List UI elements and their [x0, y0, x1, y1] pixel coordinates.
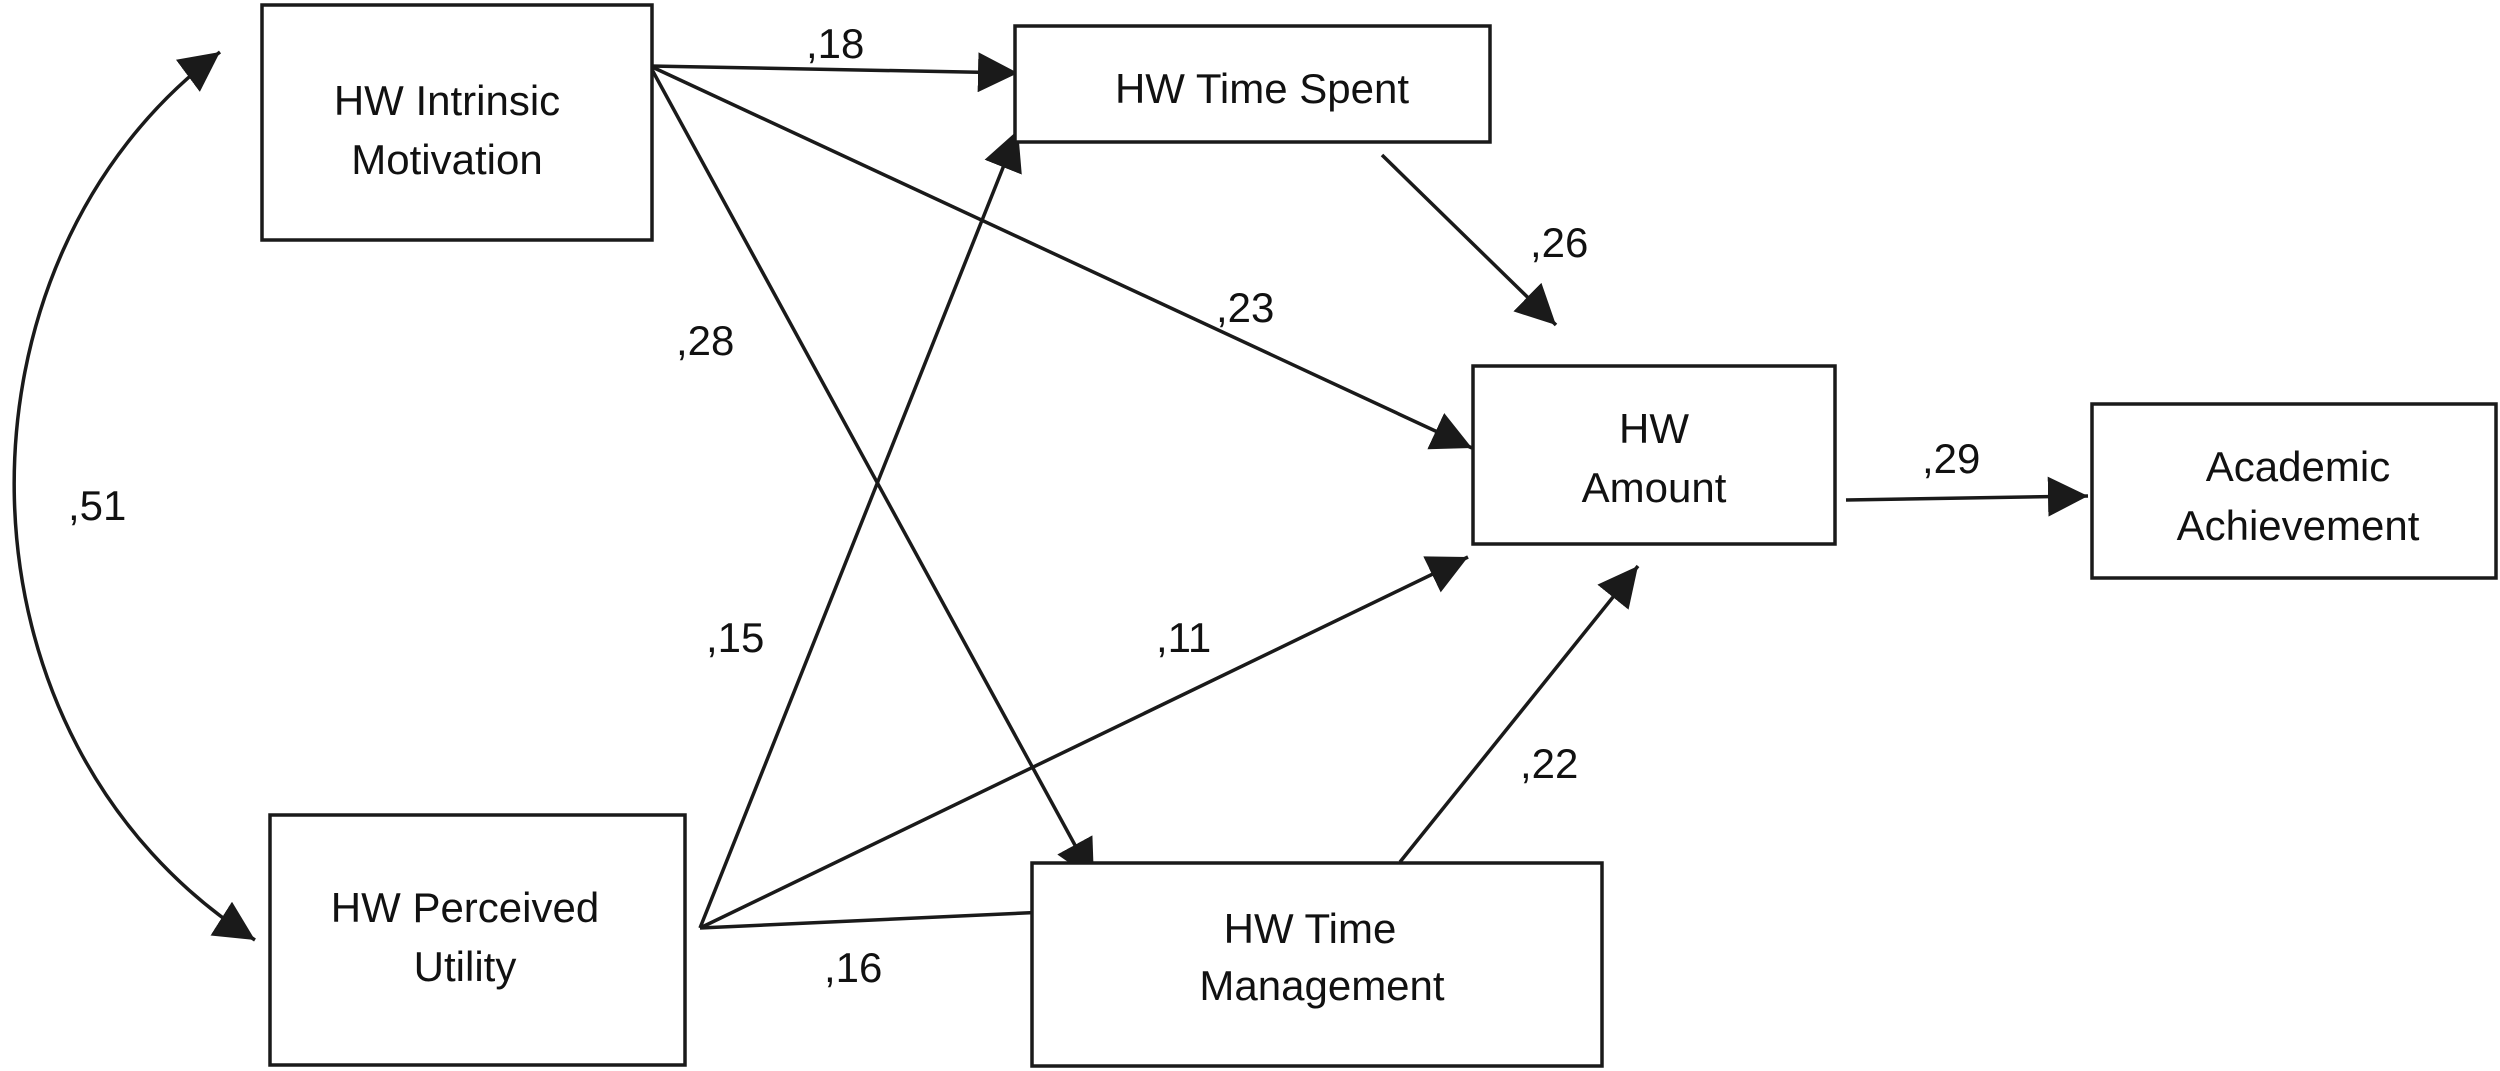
node-label-line-2: Motivation — [351, 136, 542, 183]
node-intrinsic-motivation: HW Intrinsic Motivation — [260, 3, 654, 242]
arrow-intrinsic-to-time-spent — [649, 52, 1019, 93]
arrow-intrinsic-to-amount — [649, 64, 1473, 450]
node-label-line-1: HW — [1619, 405, 1689, 452]
node-box — [1013, 24, 1492, 144]
coef-time-spent-to-amount: ,26 — [1530, 219, 1588, 266]
node-label-line-2: Utility — [414, 943, 517, 990]
arrow-utility-to-time-spent — [698, 129, 1022, 929]
node-time-management: HW Time Management — [1030, 861, 1604, 1068]
coef-intrinsic-to-time-spent: ,18 — [806, 20, 864, 67]
arrow-utility-to-amount — [699, 555, 1469, 930]
arrow-utility-to-time-mgmt — [699, 891, 1091, 932]
coef-intrinsic-utility-correlation: ,51 — [68, 482, 126, 529]
arrow-amount-to-achievement — [1845, 476, 2089, 517]
correlation-arrow-intrinsic-utility — [12, 50, 256, 942]
coef-amount-to-achievement: ,29 — [1922, 435, 1980, 482]
arrow-time-mgmt-to-amount — [1398, 564, 1640, 864]
node-box — [260, 3, 654, 242]
coef-intrinsic-to-time-mgmt: ,28 — [676, 317, 734, 364]
node-label-line-2: Management — [1199, 962, 1444, 1009]
node-label-line-1: HW Time Spent — [1115, 65, 1409, 112]
node-box — [1030, 861, 1604, 1068]
node-box — [268, 813, 687, 1067]
arrow-intrinsic-to-time-mgmt — [648, 65, 1096, 881]
node-perceived-utility: HW Perceived Utility — [268, 813, 687, 1067]
coef-utility-to-amount: ,11 — [1156, 614, 1211, 661]
node-academic-achievement: Academic Achievement — [2090, 402, 2498, 580]
node-amount: HW Amount — [1471, 364, 1837, 546]
path-coefficients: ,18 ,23 ,28 ,15 ,11 ,16 ,26 ,22 ,29 ,51 — [68, 20, 1980, 991]
coef-utility-to-time-spent: ,15 — [706, 614, 764, 661]
node-label-line-1: HW Perceived — [331, 884, 599, 931]
node-label-line-1: HW Intrinsic — [334, 77, 560, 124]
coef-intrinsic-to-amount: ,23 — [1216, 284, 1274, 331]
edges — [12, 50, 2089, 942]
node-label-line-2: Amount — [1582, 464, 1727, 511]
node-label-line-2: Achievement — [2177, 502, 2420, 549]
arrow-time-spent-to-amount — [1380, 153, 1558, 327]
node-box — [1471, 364, 1837, 546]
coef-utility-to-time-mgmt: ,16 — [824, 944, 882, 991]
node-time-spent: HW Time Spent — [1013, 24, 1492, 144]
coef-time-mgmt-to-amount: ,22 — [1520, 740, 1578, 787]
node-label-line-1: HW Time — [1224, 905, 1397, 952]
node-box — [2090, 402, 2498, 580]
node-label-line-1: Academic — [2206, 443, 2390, 490]
